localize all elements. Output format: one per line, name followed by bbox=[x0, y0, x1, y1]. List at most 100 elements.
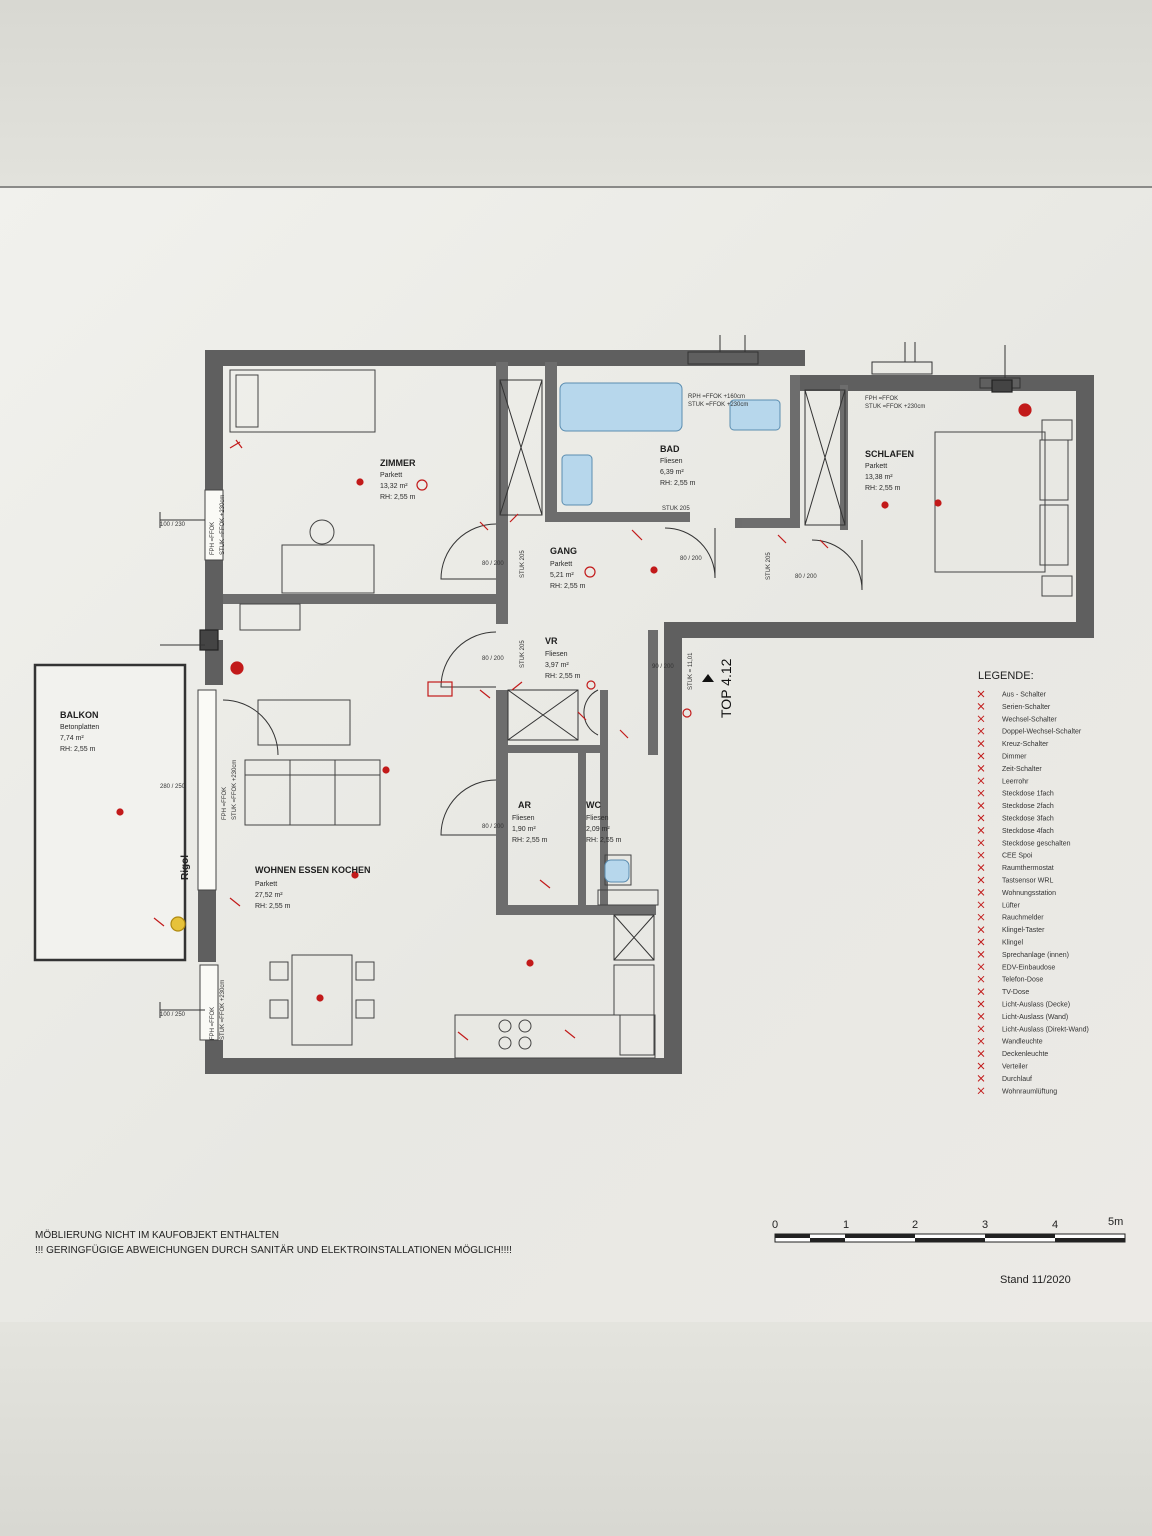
left-stuk-2: STUK =FFOK +230cm bbox=[232, 760, 238, 820]
legend-item-label: Aus - Schalter bbox=[1002, 692, 1047, 699]
room-bad-area: 6,39 m² bbox=[660, 469, 684, 476]
room-zimmer: ZIMMER Parkett 13,32 m² RH: 2,55 m bbox=[380, 458, 416, 501]
legend-item-label: Deckenleuchte bbox=[1002, 1051, 1048, 1058]
room-vr-height: RH: 2,55 m bbox=[545, 673, 581, 680]
room-wc-area: 2,09 m² bbox=[586, 826, 610, 833]
legend-symbol-icon bbox=[977, 789, 985, 797]
scale-label-1: 1 bbox=[843, 1219, 849, 1231]
room-ar: AR Fliesen 1,90 m² RH: 2,55 m bbox=[512, 800, 548, 844]
legend-symbol-icon bbox=[977, 851, 985, 859]
legend-row: Lüfter bbox=[977, 901, 1021, 909]
win-label-2: 280 / 250 bbox=[160, 784, 186, 790]
legend-symbol-icon bbox=[977, 827, 985, 834]
room-wohnen: WOHNEN ESSEN KOCHEN Parkett 27,52 m² RH:… bbox=[255, 865, 371, 910]
legend-symbol-icon bbox=[977, 802, 985, 809]
door-label-4: 80 / 200 bbox=[680, 556, 702, 562]
room-ar-height: RH: 2,55 m bbox=[512, 837, 548, 844]
background-bottom bbox=[0, 1322, 1152, 1536]
vr-stuk-205: STUK 205 bbox=[520, 640, 526, 668]
legend-item-label: Durchlauf bbox=[1002, 1076, 1032, 1083]
legend-row: TV-Dose bbox=[977, 988, 1029, 996]
door-label-3: 80 / 200 bbox=[482, 824, 504, 830]
legend-row: Wandleuchte bbox=[977, 1037, 1043, 1046]
legend-row: Deckenleuchte bbox=[977, 1050, 1048, 1058]
legend-item-label: Wandleuchte bbox=[1002, 1039, 1043, 1046]
room-gang-height: RH: 2,55 m bbox=[550, 583, 586, 590]
legend-item-label: Lüfter bbox=[1002, 902, 1021, 909]
room-wc-floor: Fliesen bbox=[586, 815, 609, 822]
legend-row: Wechsel-Schalter bbox=[977, 715, 1057, 723]
door-label-5: 80 / 200 bbox=[795, 574, 817, 580]
left-stuk-1: STUK =FFOK +230cm bbox=[220, 495, 226, 555]
legend-row: Tastsensor WRL bbox=[977, 876, 1053, 885]
room-gang-name: GANG bbox=[550, 546, 577, 556]
legend-row: Klingel-Taster bbox=[977, 926, 1045, 934]
legend-row: Steckdose 4fach bbox=[977, 827, 1054, 835]
legend-item-label: Licht-Auslass (Direkt-Wand) bbox=[1002, 1026, 1089, 1033]
legend-item-label: Rauchmelder bbox=[1002, 915, 1044, 922]
legend-row: Leerrohr bbox=[977, 777, 1029, 785]
room-gang: GANG Parkett 5,21 m² RH: 2,55 m STUK 205 bbox=[520, 546, 586, 590]
stand-date: Stand 11/2020 bbox=[1000, 1274, 1071, 1286]
room-wohnen-name: WOHNEN ESSEN KOCHEN bbox=[255, 865, 371, 875]
room-balkon-name: BALKON bbox=[60, 710, 99, 720]
legend-symbol-icon bbox=[977, 777, 985, 785]
legend-row: Doppel-Wechsel-Schalter bbox=[977, 727, 1082, 736]
balkon-area bbox=[33, 663, 187, 962]
room-ar-floor: Fliesen bbox=[512, 815, 535, 822]
legend-row: Steckdose 1fach bbox=[977, 789, 1054, 798]
legend-item-label: Klingel bbox=[1002, 940, 1023, 947]
dim-marks bbox=[159, 512, 205, 1018]
left-fph-1: FPH =FFOK bbox=[210, 522, 216, 555]
room-wohnen-floor: Parkett bbox=[255, 881, 277, 888]
legend-row: Licht-Auslass (Wand) bbox=[977, 1013, 1068, 1021]
legend-item-label: Klingel-Taster bbox=[1002, 927, 1045, 934]
doors bbox=[222, 523, 863, 836]
legend-row: Zeit-Schalter bbox=[977, 765, 1042, 773]
electrical-symbols bbox=[116, 379, 1032, 1041]
room-vr: VR Fliesen 3,97 m² RH: 2,55 m STUK 205 bbox=[520, 636, 581, 680]
legend-item-label: Steckdose 3fach bbox=[1002, 816, 1054, 823]
bath-fixtures bbox=[559, 382, 781, 883]
note-furniture: MÖBLIERUNG NICHT IM KAUFOBJEKT ENTHALTEN bbox=[35, 1229, 279, 1241]
room-vr-area: 3,97 m² bbox=[545, 662, 569, 669]
legend-symbol-icon bbox=[977, 839, 985, 847]
room-wohnen-area: 27,52 m² bbox=[255, 892, 283, 899]
legend-symbol-icon bbox=[977, 926, 985, 933]
schlafen-stuk-note: STUK =FFOK +230cm bbox=[865, 404, 925, 410]
legend: LEGENDE: Aus - SchalterSerien-SchalterWe… bbox=[977, 670, 1089, 1095]
legend-symbol-icon bbox=[977, 913, 985, 921]
left-fph-3: FPH =FFOK bbox=[210, 1007, 216, 1040]
legend-item-label: Licht-Auslass (Wand) bbox=[1002, 1014, 1068, 1021]
legend-item-label: Steckdose 2fach bbox=[1002, 803, 1054, 810]
room-ar-name: AR bbox=[518, 800, 531, 810]
scale-label-2: 2 bbox=[912, 1219, 918, 1231]
legend-symbol-icon bbox=[977, 1000, 985, 1008]
stuk-1101: STUK = 11,01 bbox=[688, 652, 694, 690]
legend-symbol-icon bbox=[977, 951, 985, 958]
legend-symbol-icon bbox=[977, 901, 985, 909]
legend-row: Dimmer bbox=[977, 752, 1027, 761]
room-gang-floor: Parkett bbox=[550, 561, 572, 568]
legend-symbol-icon bbox=[977, 1037, 985, 1045]
schlafen-fph-note: FPH =FFOK bbox=[865, 396, 898, 402]
left-annotations: FPH =FFOK STUK =FFOK +230cm FPH =FFOK ST… bbox=[160, 495, 238, 1040]
legend-item-label: Sprechanlage (innen) bbox=[1002, 952, 1069, 959]
room-ar-area: 1,90 m² bbox=[512, 826, 536, 833]
legend-symbol-icon bbox=[977, 690, 985, 698]
legend-symbol-icon bbox=[977, 963, 985, 971]
note-deviations: !!! GERINGFÜGIGE ABWEICHUNGEN DURCH SANI… bbox=[35, 1244, 512, 1256]
legend-row: Licht-Auslass (Direkt-Wand) bbox=[977, 1025, 1089, 1033]
legend-symbol-icon bbox=[977, 1025, 985, 1033]
legend-symbol-icon bbox=[977, 1062, 985, 1070]
legend-row: Steckdose geschalten bbox=[977, 839, 1071, 847]
room-bad-height: RH: 2,55 m bbox=[660, 480, 696, 487]
legend-symbol-icon bbox=[977, 740, 985, 747]
scale-bar: 0 1 2 3 4 5m bbox=[772, 1216, 1126, 1243]
win-label-3: 100 / 250 bbox=[160, 1012, 186, 1018]
legend-row: EDV-Einbaudose bbox=[977, 963, 1055, 971]
legend-item-label: Zeit-Schalter bbox=[1002, 766, 1042, 773]
room-balkon-height: RH: 2,55 m bbox=[60, 746, 96, 753]
room-balkon-area: 7,74 m² bbox=[60, 735, 84, 742]
room-vr-floor: Fliesen bbox=[545, 651, 568, 658]
